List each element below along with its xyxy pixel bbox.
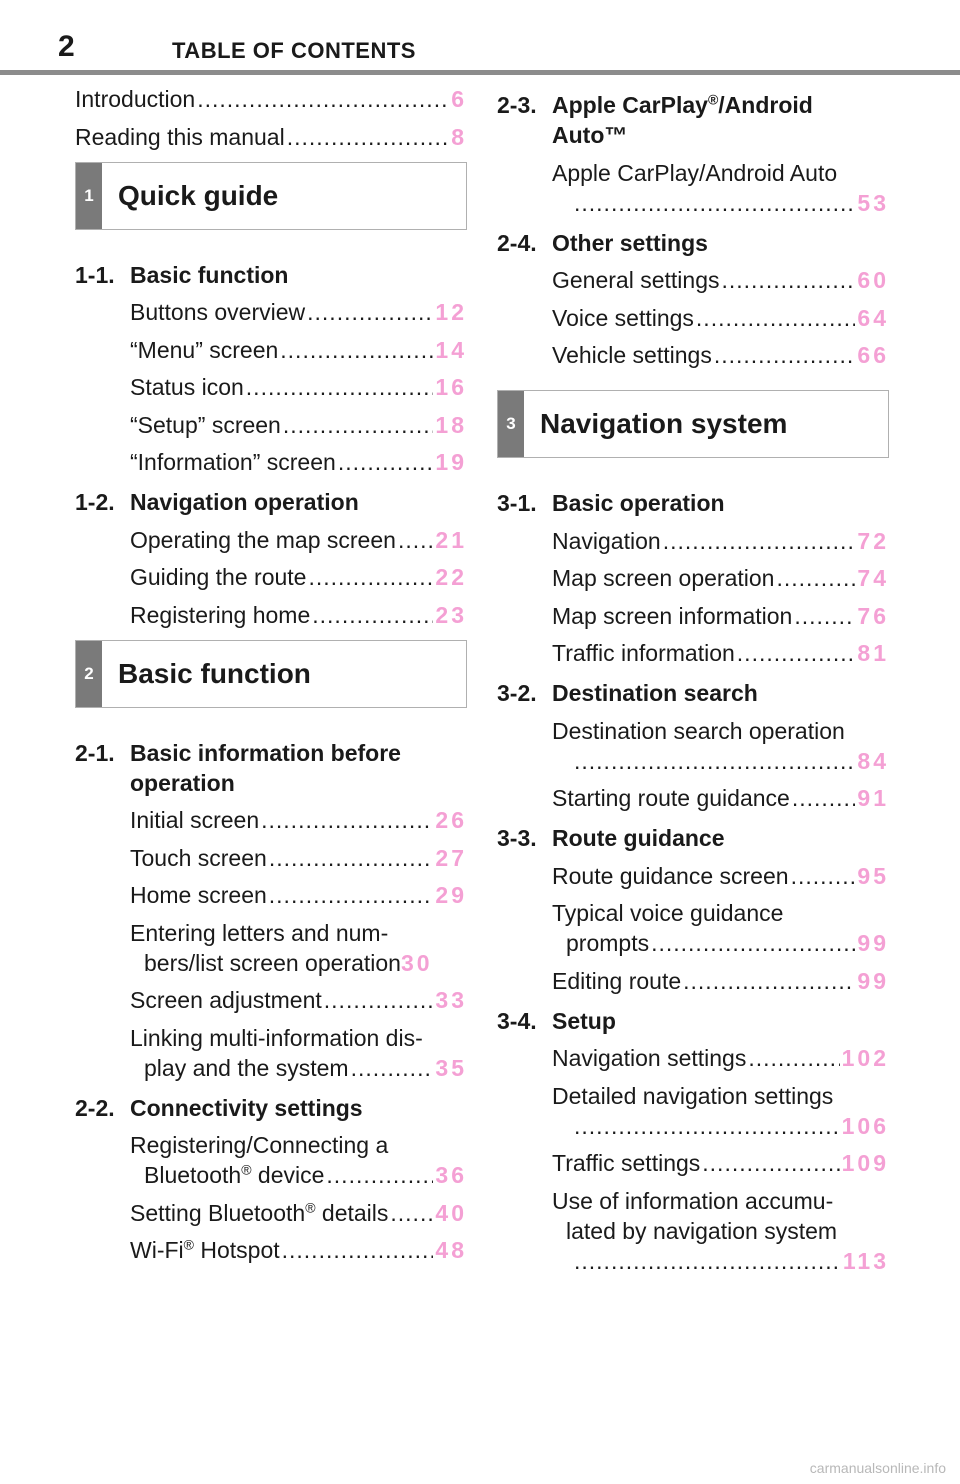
page-link[interactable]: 8	[451, 123, 467, 150]
section-navigation-system: 3 Navigation system	[497, 390, 889, 458]
toc-entry[interactable]: General settings60	[497, 265, 889, 295]
page-link[interactable]: 21	[435, 526, 467, 553]
page-link[interactable]: 91	[857, 785, 889, 811]
page-link[interactable]: 14	[435, 336, 467, 363]
page-link[interactable]: 48	[435, 1237, 467, 1263]
page-number: 2	[58, 30, 75, 63]
toc-entry[interactable]: Home screen29	[75, 880, 467, 910]
toc-entry[interactable]: Touch screen27	[75, 843, 467, 873]
page-link[interactable]: 66	[857, 342, 889, 368]
page-link[interactable]: 33	[435, 987, 467, 1013]
subsection-heading: 2-3.Apple CarPlay®/Android Auto™	[497, 91, 813, 148]
subsection-heading: 3-1.Basic operation	[497, 490, 725, 516]
toc-entry[interactable]: Map screen information76	[497, 601, 889, 631]
page-link[interactable]: 53	[857, 189, 889, 216]
toc-entry[interactable]: Traffic settings109	[497, 1148, 889, 1178]
page-link[interactable]: 29	[435, 882, 467, 908]
page-link[interactable]: 18	[435, 411, 467, 438]
toc-entry[interactable]: Map screen operation74	[497, 563, 889, 593]
page-link[interactable]: 95	[857, 862, 889, 889]
toc-right-column: 2-3.Apple CarPlay®/Android Auto™ Apple C…	[497, 90, 889, 1283]
page-link[interactable]: 81	[857, 640, 889, 666]
section-title: Navigation system	[540, 408, 788, 439]
toc-left-column: Introduction6 Reading this manual8 1 Qui…	[75, 84, 467, 1273]
subsection-heading: 3-2.Destination search	[497, 680, 758, 706]
page-link[interactable]: 19	[435, 449, 467, 475]
page-link[interactable]: 6	[451, 86, 467, 112]
toc-entry[interactable]: “Information” screen19	[75, 447, 467, 477]
page-link[interactable]: 64	[857, 304, 889, 331]
section-title: Basic function	[118, 657, 311, 689]
toc-entry[interactable]: “Menu” screen14	[75, 335, 467, 365]
subsection-heading: 2-1.Basic information before operation	[75, 739, 401, 796]
page-link[interactable]: 22	[435, 564, 467, 590]
subsection-heading: 1-1.Basic function	[75, 261, 289, 288]
page-link[interactable]: 35	[435, 1054, 467, 1081]
toc-entry-typical-voice-guidance[interactable]: Typical voice guidance prompts99	[497, 898, 889, 958]
page-link[interactable]: 113	[842, 1247, 889, 1274]
section-basic-function: 2 Basic function	[75, 639, 467, 708]
page-link[interactable]: 26	[435, 807, 467, 833]
page-link[interactable]: 12	[435, 299, 467, 325]
section-title: Quick guide	[118, 179, 279, 211]
page-link[interactable]: 99	[857, 967, 889, 994]
page-link[interactable]: 102	[841, 1045, 889, 1071]
toc-entry-entering-letters[interactable]: Entering letters and num- bers/list scre…	[130, 919, 433, 976]
page-link[interactable]: 27	[435, 844, 467, 871]
toc-entry[interactable]: Voice settings64	[497, 303, 889, 333]
subsection-heading: 3-3.Route guidance	[497, 825, 725, 851]
page-link[interactable]: 106	[841, 1112, 889, 1139]
toc-entry-carplay[interactable]: Apple CarPlay/Android Auto 53	[497, 158, 889, 218]
section-tab: 3	[498, 391, 524, 457]
toc-entry[interactable]: Status icon16	[75, 372, 467, 402]
section-quick-guide: 1 Quick guide	[75, 161, 467, 230]
page-link[interactable]: 72	[857, 527, 889, 554]
page-header: 2 TABLE OF CONTENTS	[0, 0, 960, 76]
toc-entry[interactable]: Navigation settings102	[497, 1043, 889, 1073]
toc-entry[interactable]: Editing route99	[497, 966, 889, 996]
toc-entry[interactable]: Screen adjustment33	[75, 985, 467, 1015]
section-tab: 1	[76, 162, 102, 229]
subsection-heading: 2-2.Connectivity settings	[75, 1094, 363, 1121]
subsection-heading: 3-4.Setup	[497, 1007, 616, 1034]
toc-entry[interactable]: Buttons overview12	[75, 297, 467, 327]
toc-entry[interactable]: Starting route guidance91	[497, 783, 889, 813]
toc-entry[interactable]: Vehicle settings66	[497, 340, 889, 370]
page-link[interactable]: 60	[857, 267, 889, 293]
header-rule	[0, 70, 960, 75]
toc-entry-introduction[interactable]: Introduction6	[75, 84, 467, 114]
page-link[interactable]: 30	[400, 949, 433, 976]
page-link[interactable]: 36	[435, 1162, 467, 1188]
page-link[interactable]: 99	[857, 930, 889, 956]
toc-entry[interactable]: Initial screen26	[75, 805, 467, 835]
page-link[interactable]: 109	[841, 1150, 889, 1176]
page-link[interactable]: 74	[857, 565, 889, 591]
toc-entry[interactable]: Operating the map screen21	[75, 525, 467, 555]
toc-entry[interactable]: Guiding the route22	[75, 562, 467, 592]
page-link[interactable]: 84	[857, 747, 889, 774]
toc-entry[interactable]: Registering home23	[75, 600, 467, 630]
toc-entry[interactable]: “Setup” screen18	[75, 410, 467, 440]
toc-entry-use-of-information[interactable]: Use of information accumu- lated by navi…	[497, 1186, 889, 1276]
page-link[interactable]: 40	[435, 1199, 467, 1226]
toc-entry[interactable]: Navigation72	[497, 526, 889, 556]
toc-entry-linking[interactable]: Linking multi-information dis- play and …	[75, 1023, 467, 1083]
toc-entry-detailed-navigation-settings[interactable]: Detailed navigation settings 106	[497, 1081, 889, 1141]
subsection-heading: 2-4.Other settings	[497, 229, 708, 256]
toc-entry-destination-search-operation[interactable]: Destination search operation 84	[497, 716, 889, 776]
page-link[interactable]: 76	[857, 602, 889, 629]
section-tab: 2	[76, 640, 102, 707]
page-link[interactable]: 23	[435, 601, 467, 628]
toc-entry-reading-manual[interactable]: Reading this manual8	[75, 122, 467, 152]
subsection-heading: 1-2.Navigation operation	[75, 489, 359, 515]
page-title: TABLE OF CONTENTS	[172, 38, 416, 63]
page-link[interactable]: 16	[435, 374, 467, 400]
toc-entry-wifi-hotspot[interactable]: Wi-Fi® Hotspot48	[75, 1235, 467, 1265]
watermark: carmanualsonline.info	[809, 1460, 946, 1476]
toc-entry-bluetooth-details[interactable]: Setting Bluetooth® details40	[75, 1198, 467, 1228]
toc-entry[interactable]: Route guidance screen95	[497, 861, 889, 891]
toc-entry[interactable]: Traffic information81	[497, 638, 889, 668]
toc-entry-bluetooth-register[interactable]: Registering/Connecting a Bluetooth® devi…	[75, 1130, 467, 1190]
